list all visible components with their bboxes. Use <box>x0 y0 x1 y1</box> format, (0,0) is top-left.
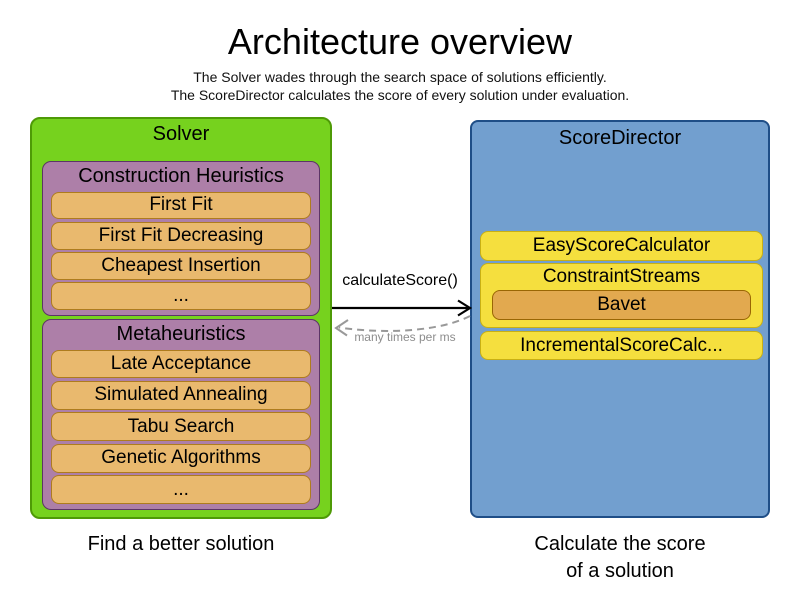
scoredirector-caption: Calculate the score of a solution <box>470 531 770 585</box>
calculate-score-label: calculateScore() <box>342 272 458 289</box>
easy-score-calculator-box: EasyScoreCalculator <box>480 231 763 261</box>
solver-box: Solver Construction Heuristics First Fit… <box>30 117 332 519</box>
calculate-score-arrow <box>332 299 473 337</box>
constraint-streams-title: ConstraintStreams <box>542 266 701 287</box>
algorithm-metaheuristics-more: ... <box>51 475 311 505</box>
metaheuristics-box: Metaheuristics Late Acceptance Simulated… <box>42 319 320 510</box>
algorithm-late-acceptance: Late Acceptance <box>51 349 311 379</box>
algorithm-cheapest-insertion: Cheapest Insertion <box>51 252 311 280</box>
algorithm-first-fit-decreasing: First Fit Decreasing <box>51 221 311 250</box>
bavet-box: Bavet <box>492 290 751 320</box>
many-times-label: many times per ms <box>354 330 456 344</box>
construction-heuristics-title: Construction Heuristics <box>78 165 284 187</box>
incremental-score-calculator-box: IncrementalScoreCalc... <box>480 331 763 360</box>
scoredirector-caption-line1: Calculate the score <box>534 533 706 555</box>
scoredirector-box: ScoreDirector EasyScoreCalculator Constr… <box>470 120 770 518</box>
algorithm-simulated-annealing: Simulated Annealing <box>51 380 311 410</box>
algorithm-genetic-algorithms: Genetic Algorithms <box>51 443 311 473</box>
scoredirector-box-title: ScoreDirector <box>558 127 682 149</box>
construction-heuristics-box: Construction Heuristics First Fit First … <box>42 161 320 316</box>
algorithm-construction-more: ... <box>51 282 311 310</box>
page-title: Architecture overview <box>227 21 573 62</box>
algorithm-tabu-search: Tabu Search <box>51 412 311 442</box>
algorithm-first-fit: First Fit <box>51 191 311 220</box>
scoredirector-caption-line2: of a solution <box>566 560 674 582</box>
subtitle-line-1: The Solver wades through the search spac… <box>193 69 607 85</box>
solver-caption: Find a better solution <box>87 533 275 555</box>
constraint-streams-box: ConstraintStreams Bavet <box>480 263 763 328</box>
solver-box-title: Solver <box>152 123 210 145</box>
metaheuristics-title: Metaheuristics <box>116 323 246 345</box>
subtitle-line-2: The ScoreDirector calculates the score o… <box>170 87 630 103</box>
